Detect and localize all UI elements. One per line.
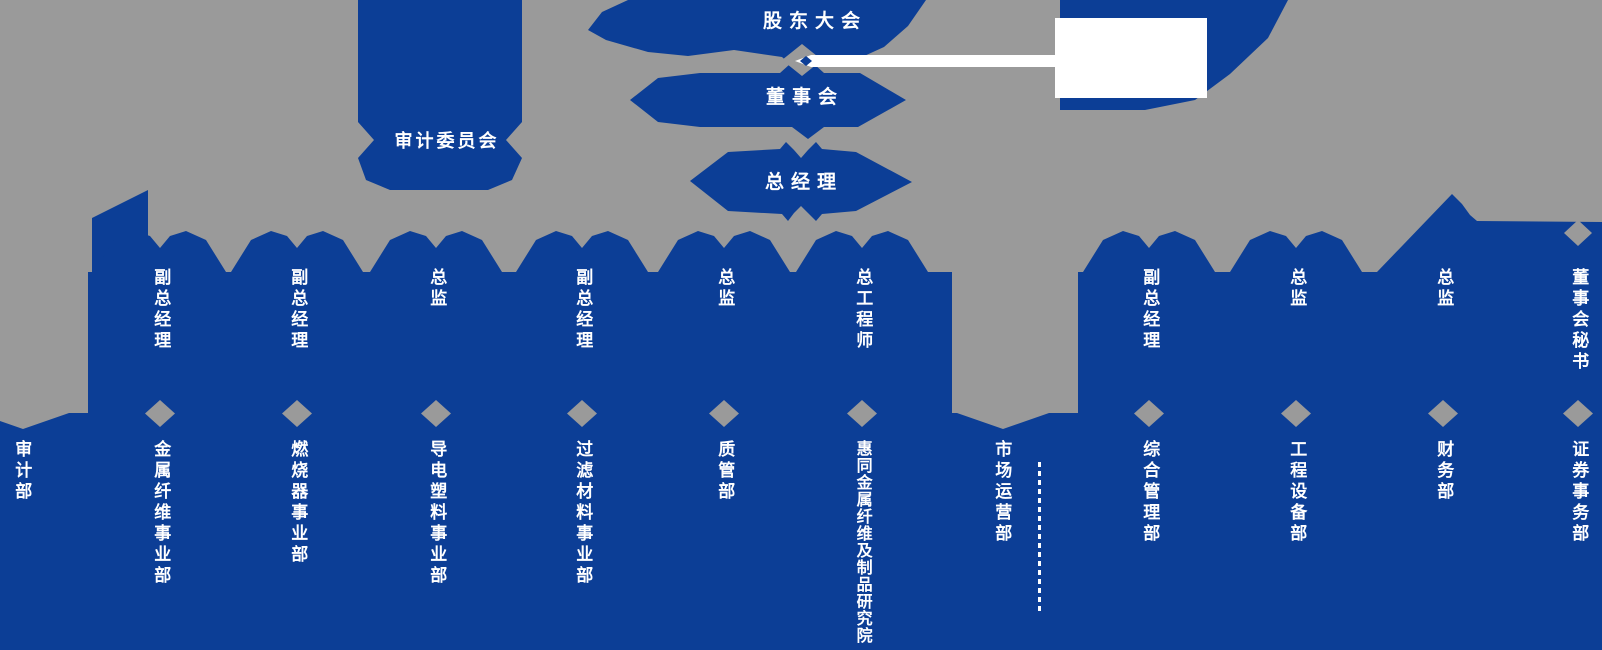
position-title-label: 总监: [715, 268, 735, 310]
board-label: 董事会: [765, 87, 845, 108]
shareholders-meeting-label: 股东大会: [762, 11, 868, 32]
position-title-label: 董事会秘书: [1569, 268, 1589, 373]
department-label: 燃烧器事业部: [288, 440, 308, 566]
department-label: 综合管理部: [1140, 440, 1160, 545]
department-label: 导电塑料事业部: [427, 440, 447, 587]
callout-arrow-line: [795, 55, 1055, 67]
departments-band-shape: [0, 413, 1602, 650]
general-manager-label: 总经理: [764, 172, 844, 193]
callout-arrow-tip-icon: [800, 56, 812, 66]
position-title-label: 副总经理: [573, 268, 593, 352]
position-title-label: 总工程师: [853, 268, 873, 352]
dashed-separator-line: [1038, 462, 1041, 614]
department-label: 证券事务部: [1569, 440, 1589, 545]
department-label: 财务部: [1434, 440, 1454, 503]
position-title-label: 总监: [427, 268, 447, 310]
audit-committee-label: 审计委员会: [394, 131, 500, 151]
department-label: 金属纤维事业部: [151, 440, 171, 587]
department-label: 过滤材料事业部: [573, 440, 593, 587]
audit-committee-shape: [358, 0, 522, 190]
department-label: 惠同金属纤维及制品研究院: [853, 440, 871, 644]
department-label: 工程设备部: [1287, 440, 1307, 545]
position-title-label: 总监: [1434, 268, 1454, 310]
department-label: 审计部: [12, 440, 32, 503]
department-label: 质管部: [715, 440, 735, 503]
position-title-label: 副总经理: [151, 268, 171, 352]
department-label: 市场运营部: [992, 440, 1012, 545]
position-title-label: 总监: [1287, 268, 1307, 310]
position-title-label: 副总经理: [1140, 268, 1160, 352]
callout-box: [1055, 18, 1207, 98]
position-title-label: 副总经理: [288, 268, 308, 352]
